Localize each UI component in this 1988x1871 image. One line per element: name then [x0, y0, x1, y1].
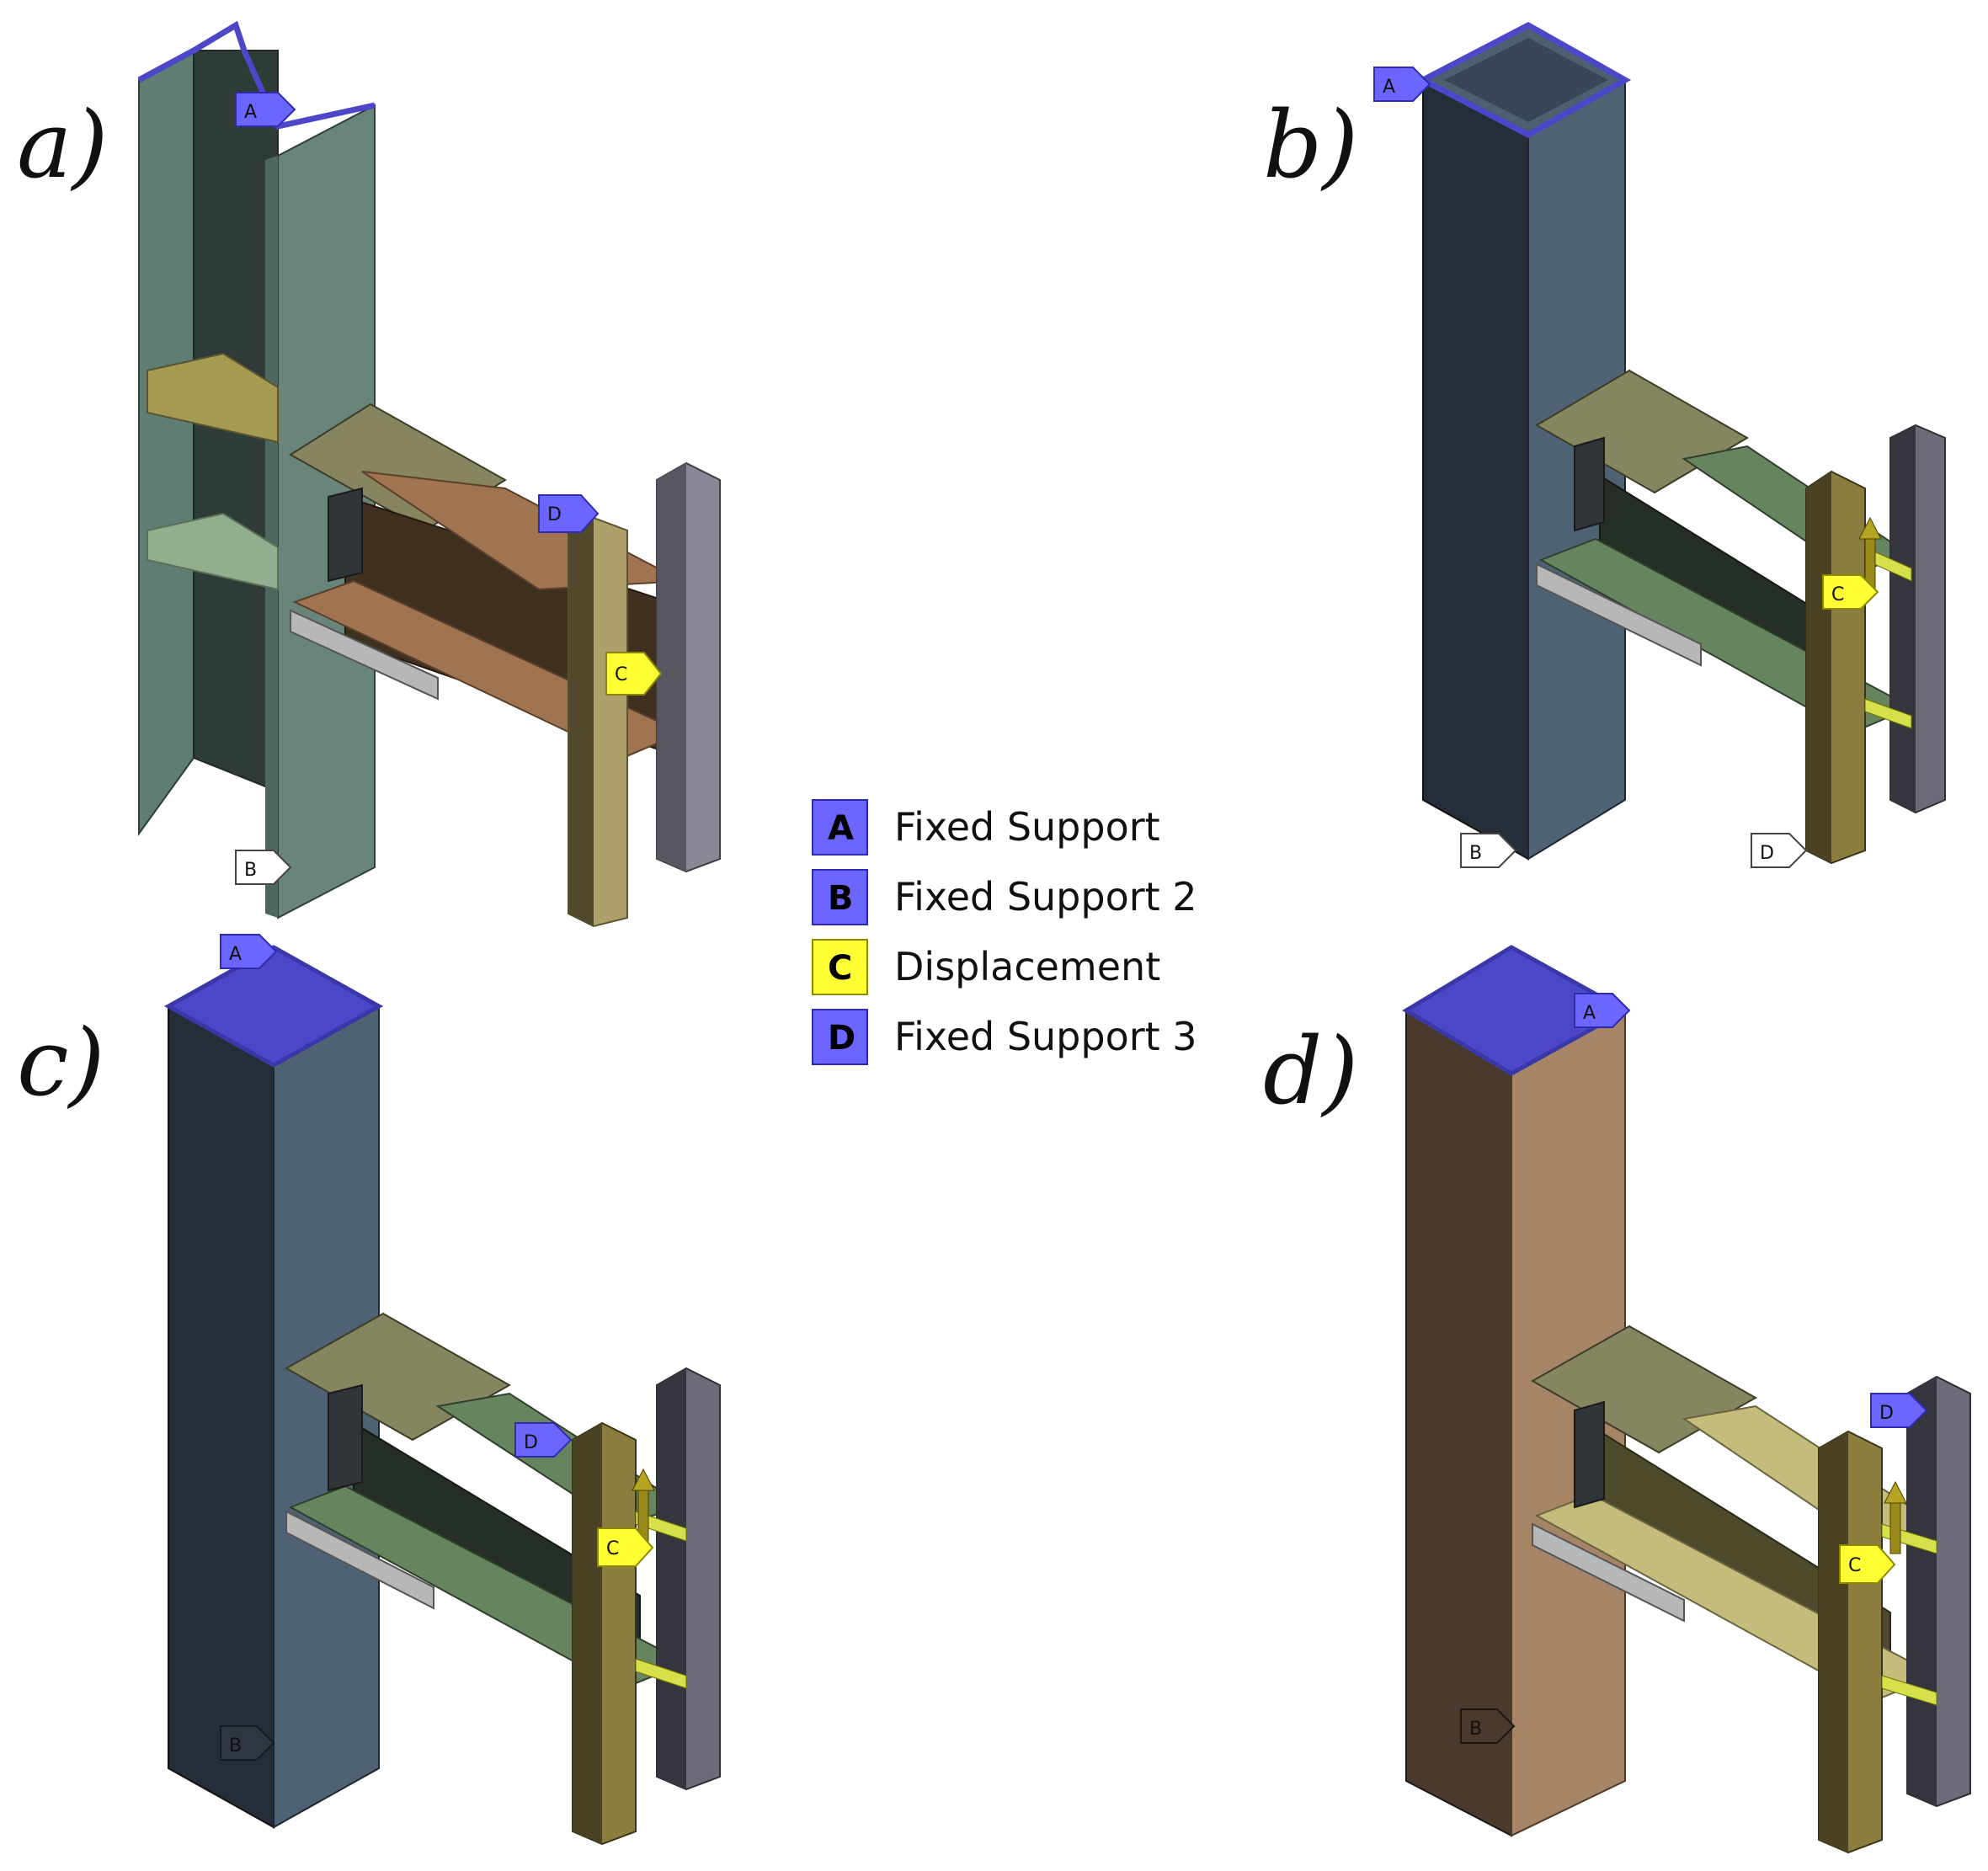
svg-text:C: C	[828, 949, 852, 988]
svg-text:D: D	[828, 1019, 855, 1058]
panel-a: a)	[17, 20, 721, 928]
panel-c-displacement-arrow	[632, 1468, 655, 1542]
svg-text:Fixed Support 3: Fixed Support 3	[894, 1014, 1197, 1059]
svg-text:B: B	[1469, 1719, 1482, 1740]
legend-swatch	[812, 939, 868, 995]
svg-text:Fixed Support: Fixed Support	[894, 804, 1160, 850]
panel-a-tag-a: A	[235, 92, 296, 127]
panel-b-column	[1416, 22, 1632, 861]
panel-d: d) A	[1263, 945, 1971, 1854]
svg-text:B: B	[229, 1735, 242, 1756]
panel-b-tag-a: A	[1373, 67, 1431, 102]
panel-c-tag-c: C	[597, 1527, 654, 1567]
panel-d-tag-b: B	[1460, 1708, 1516, 1744]
svg-text:D: D	[1879, 1403, 1894, 1424]
panel-d-tag-c: C	[1839, 1544, 1896, 1584]
svg-text:A: A	[828, 809, 854, 848]
panel-b: b) A	[1263, 22, 1946, 868]
panel-b-tag-d: D	[1751, 833, 1808, 868]
panel-c-beam	[284, 1312, 689, 1690]
panel-b-stub-columns	[1805, 424, 1946, 865]
svg-text:D: D	[524, 1432, 538, 1453]
legend-swatch	[812, 799, 868, 856]
panel-c: c) A	[17, 934, 721, 1846]
svg-text:A: A	[1583, 1003, 1596, 1024]
panel-d-label: d)	[1263, 1017, 1358, 1125]
legend-item-b: B Fixed Support 2	[812, 869, 1197, 925]
panel-d-tag-a: A	[1574, 993, 1631, 1028]
panel-c-stub-columns	[572, 1367, 721, 1846]
panel-c-column	[163, 945, 384, 1829]
panel-c-tag-a: A	[220, 934, 278, 969]
panel-c-label: c)	[17, 1009, 105, 1117]
panel-d-tag-d: D	[1870, 1393, 1928, 1428]
panel-a-tag-d: D	[538, 494, 600, 533]
svg-text:A: A	[244, 102, 257, 123]
panel-a-tag-b: B	[235, 850, 292, 885]
svg-text:D: D	[1760, 843, 1774, 864]
legend-item-d: D Fixed Support 3	[812, 1009, 1197, 1065]
svg-text:A: A	[1383, 77, 1395, 98]
panel-b-tag-b: B	[1460, 833, 1517, 868]
legend-item-c: C Displacement	[812, 939, 1160, 995]
panel-c-tag-b: B	[220, 1725, 275, 1761]
svg-text:Displacement: Displacement	[894, 944, 1160, 989]
panel-b-tag-c: C	[1822, 574, 1879, 610]
legend: A Fixed Support B Fixed Support 2 C Disp…	[812, 799, 1197, 1065]
panel-d-stub-columns	[1818, 1375, 1971, 1854]
panel-a-label: a)	[17, 91, 109, 199]
svg-text:C: C	[1848, 1555, 1861, 1576]
panel-a-column	[137, 20, 376, 920]
svg-text:D: D	[547, 504, 562, 525]
svg-text:B: B	[1469, 843, 1482, 864]
svg-text:C: C	[1831, 584, 1844, 605]
legend-item-a: A Fixed Support	[812, 799, 1160, 856]
svg-text:A: A	[229, 944, 242, 965]
panel-a-tag-c: C	[605, 652, 663, 696]
legend-swatch	[812, 1009, 868, 1065]
svg-text:B: B	[828, 879, 854, 918]
panel-a-stub-columns	[568, 461, 721, 928]
panel-c-tag-d: D	[514, 1422, 573, 1458]
panel-b-label: b)	[1263, 91, 1358, 199]
panel-d-displacement-arrow	[1884, 1480, 1907, 1554]
svg-text:Fixed Support 2: Fixed Support 2	[894, 874, 1197, 920]
svg-text:C: C	[615, 664, 627, 685]
legend-swatch	[812, 869, 868, 925]
svg-text:B: B	[244, 860, 257, 881]
svg-text:C: C	[606, 1538, 619, 1559]
